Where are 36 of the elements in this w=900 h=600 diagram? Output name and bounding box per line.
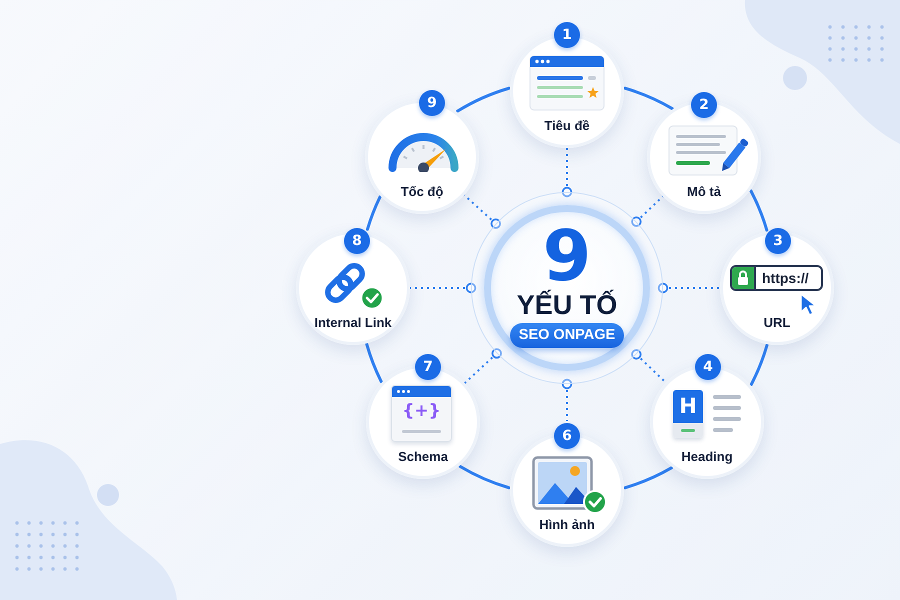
ring-arc-connector (365, 342, 383, 384)
ring-arc-connector (623, 466, 673, 490)
ring-arc-connector (750, 190, 768, 232)
step-number: 4 (695, 354, 721, 380)
url-text: https:// (762, 269, 809, 287)
step-number: 1 (554, 22, 580, 48)
subtitle-tag: SEO ONPAGE (510, 323, 624, 348)
ring-arc-connector (456, 86, 511, 113)
factor-label: Schema (398, 448, 448, 466)
step-number: 7 (415, 354, 441, 380)
factor-label: Heading (681, 448, 733, 466)
factor-label: Tiêu đề (544, 117, 590, 135)
ring-arc-connector (458, 465, 511, 490)
dotted-connector (562, 378, 572, 421)
factor-label: Tốc độ (400, 183, 444, 201)
ring-arc-connector (750, 344, 768, 386)
step-number: 9 (419, 90, 445, 116)
heading-symbol: H (673, 390, 703, 438)
dotted-connector (631, 349, 667, 384)
step-number: 3 (765, 228, 791, 254)
dotted-connector (410, 282, 476, 294)
dotted-connector (562, 148, 572, 198)
factor-label: Internal Link (314, 314, 392, 332)
factor-label: Mô tả (687, 183, 721, 201)
dotted-connector (464, 194, 501, 229)
dotted-connector (658, 282, 720, 294)
ring-arc-connector (623, 86, 674, 110)
code-symbol: {+} (402, 400, 441, 422)
center-heading: YẾU TỐ (516, 290, 618, 320)
factor-label: Hình ảnh (539, 516, 595, 534)
step-number: 6 (554, 423, 580, 449)
factor-label: URL (764, 314, 790, 332)
big-number: 9 (542, 228, 592, 284)
step-number: 8 (344, 228, 370, 254)
step-number: 2 (691, 92, 717, 118)
ring-arc-connector (366, 195, 382, 231)
